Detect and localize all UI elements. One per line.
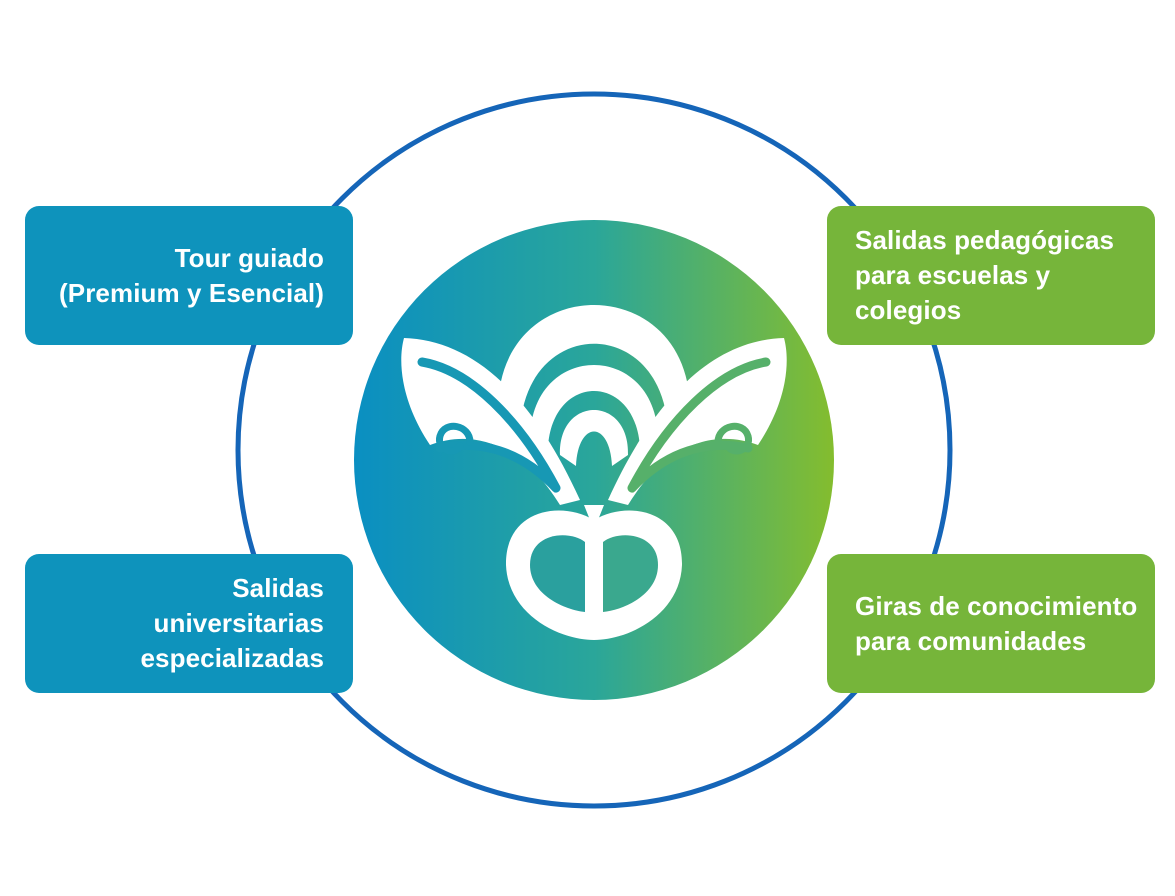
tour-guiado-line-2: (Premium y Esencial) <box>59 277 324 308</box>
tour-guiado-line-1: Tour guiado <box>174 242 324 273</box>
emblem-left-wing <box>401 338 580 505</box>
salidas-universitarias-box: Salidas universitarias especializadas <box>25 554 353 693</box>
salidas-pedagogicas-line-3: colegios <box>855 295 962 325</box>
emblem-stem <box>584 505 604 530</box>
emblem-bottom-left-hole <box>530 535 585 612</box>
emblem-arch-middle <box>530 365 658 448</box>
giras-conocimiento-line-1: Giras de conocimiento <box>855 590 1138 621</box>
center-circle <box>354 220 834 700</box>
stylized-flower-emblem-icon <box>401 305 787 640</box>
salidas-pedagogicas-box: Salidas pedagógicas para escuelas y cole… <box>827 206 1155 345</box>
salidas-universitarias-line-1: Salidas <box>232 573 324 603</box>
emblem-left-spiral <box>436 422 474 455</box>
salidas-pedagogicas-line-2: para escuelas y <box>855 260 1051 290</box>
emblem-right-wing <box>608 338 787 505</box>
emblem-arch-outer <box>498 305 690 430</box>
tour-guiado-text: Tour guiado (Premium y Esencial) <box>59 241 324 311</box>
emblem-left-wing-cut <box>417 357 561 493</box>
emblem-arch-inner <box>559 410 629 466</box>
giras-conocimiento-text: Giras de conocimiento para comunidades <box>855 589 1137 659</box>
emblem-bottom-right-hole <box>603 535 658 612</box>
salidas-universitarias-text: Salidas universitarias especializadas <box>140 571 324 676</box>
emblem-right-wing-cut <box>627 357 771 493</box>
giras-conocimiento-line-2: para comunidades <box>855 625 1087 656</box>
giras-conocimiento-box: Giras de conocimiento para comunidades <box>827 554 1155 693</box>
emblem-right-spiral <box>714 422 752 455</box>
outer-ring <box>235 91 953 809</box>
salidas-universitarias-line-2: universitarias <box>153 608 324 638</box>
tour-guiado-box: Tour guiado (Premium y Esencial) <box>25 206 353 345</box>
salidas-pedagogicas-line-1: Salidas pedagógicas <box>855 225 1115 255</box>
salidas-universitarias-line-3: especializadas <box>140 643 324 673</box>
salidas-pedagogicas-text: Salidas pedagógicas para escuelas y cole… <box>855 223 1114 328</box>
